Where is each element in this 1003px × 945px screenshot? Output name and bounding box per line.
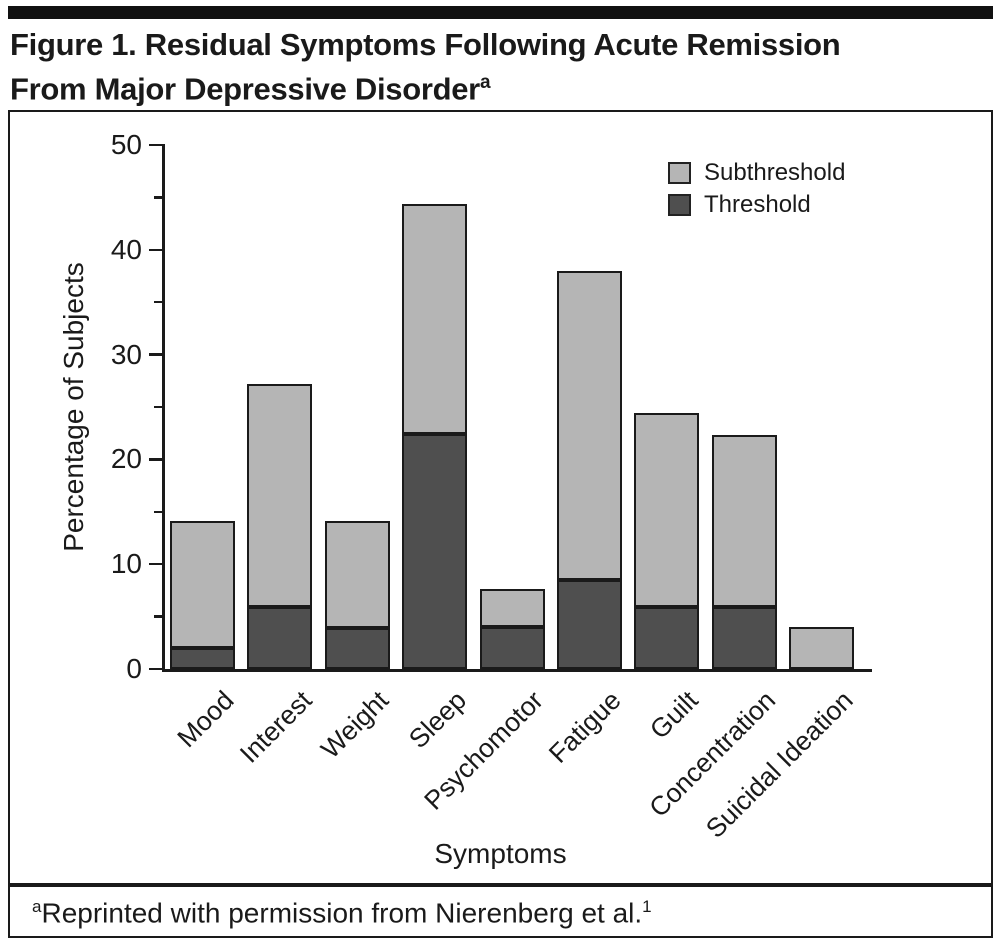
bar-segment-threshold bbox=[170, 648, 235, 669]
x-category-label: Sleep bbox=[402, 685, 472, 755]
x-axis-title: Symptoms bbox=[434, 838, 567, 869]
y-minor-tick bbox=[154, 196, 162, 199]
footnote-box: aReprinted with permission from Nierenbe… bbox=[8, 884, 993, 938]
legend-label: Threshold bbox=[704, 191, 811, 218]
top-rule-divider bbox=[8, 6, 993, 19]
legend-swatch-icon bbox=[668, 194, 691, 216]
y-tick-label: 50 bbox=[110, 129, 142, 160]
y-minor-tick bbox=[154, 615, 162, 618]
y-major-tick bbox=[149, 667, 162, 671]
footnote-text: Reprinted with permission from Nierenber… bbox=[41, 896, 643, 928]
legend-swatch-icon bbox=[668, 162, 691, 184]
footnote: aReprinted with permission from Nierenbe… bbox=[32, 897, 652, 929]
bar-segment-threshold bbox=[557, 579, 622, 669]
y-major-tick bbox=[149, 458, 162, 461]
y-axis-title: Percentage of Subjects bbox=[58, 262, 89, 552]
figure-title-line1: Figure 1. Residual Symptoms Following Ac… bbox=[10, 27, 841, 62]
bar-segment-subthreshold bbox=[479, 589, 545, 628]
figure-title-line2: From Major Depressive Disorder bbox=[10, 71, 480, 107]
y-major-tick bbox=[149, 353, 162, 356]
legend-row: Subthreshold bbox=[668, 159, 845, 187]
bar-segment-subthreshold bbox=[324, 521, 390, 629]
bar-segment-threshold bbox=[711, 607, 777, 669]
y-minor-tick bbox=[154, 405, 162, 409]
y-axis bbox=[162, 144, 165, 671]
y-tick-label: 0 bbox=[126, 653, 142, 684]
bar-segment-threshold bbox=[402, 434, 468, 669]
bar-segment-subthreshold bbox=[789, 627, 855, 669]
bar-segment-subthreshold bbox=[634, 413, 700, 608]
y-tick-label: 40 bbox=[110, 233, 142, 265]
figure-title: Figure 1. Residual Symptoms Following Ac… bbox=[10, 26, 995, 108]
y-tick-label: 20 bbox=[110, 443, 142, 475]
x-category-label: Mood bbox=[171, 685, 240, 754]
y-major-tick bbox=[149, 143, 162, 147]
bar-segment-threshold bbox=[247, 607, 313, 669]
bar-segment-threshold bbox=[634, 607, 700, 669]
bar-segment-subthreshold bbox=[402, 203, 468, 435]
bar-segment-subthreshold bbox=[170, 521, 235, 649]
bar-segment-subthreshold bbox=[711, 435, 777, 608]
legend-row: Threshold bbox=[668, 191, 845, 219]
x-category-label: Guilt bbox=[644, 685, 705, 745]
bar-segment-subthreshold bbox=[247, 383, 313, 608]
footnote-superscript: a bbox=[32, 896, 42, 916]
y-tick-label: 10 bbox=[110, 548, 142, 580]
y-major-tick bbox=[149, 562, 162, 566]
figure-title-superscript: a bbox=[479, 72, 491, 93]
bar-segment-subthreshold bbox=[557, 270, 622, 580]
bar-segment-threshold bbox=[324, 628, 390, 669]
y-minor-tick bbox=[154, 300, 162, 304]
bar-segment-threshold bbox=[479, 627, 545, 669]
footnote-ref-superscript: 1 bbox=[642, 896, 652, 916]
y-minor-tick bbox=[154, 510, 162, 514]
chart-area: Percentage of Subjects Symptoms Subthres… bbox=[8, 110, 993, 885]
y-tick-label: 30 bbox=[110, 338, 142, 370]
x-category-label: Interest bbox=[233, 685, 318, 769]
legend-label: Subthreshold bbox=[704, 159, 846, 186]
x-category-label: Fatigue bbox=[542, 685, 627, 769]
x-category-label: Weight bbox=[315, 685, 395, 765]
x-axis bbox=[162, 669, 872, 672]
y-major-tick bbox=[149, 248, 162, 252]
